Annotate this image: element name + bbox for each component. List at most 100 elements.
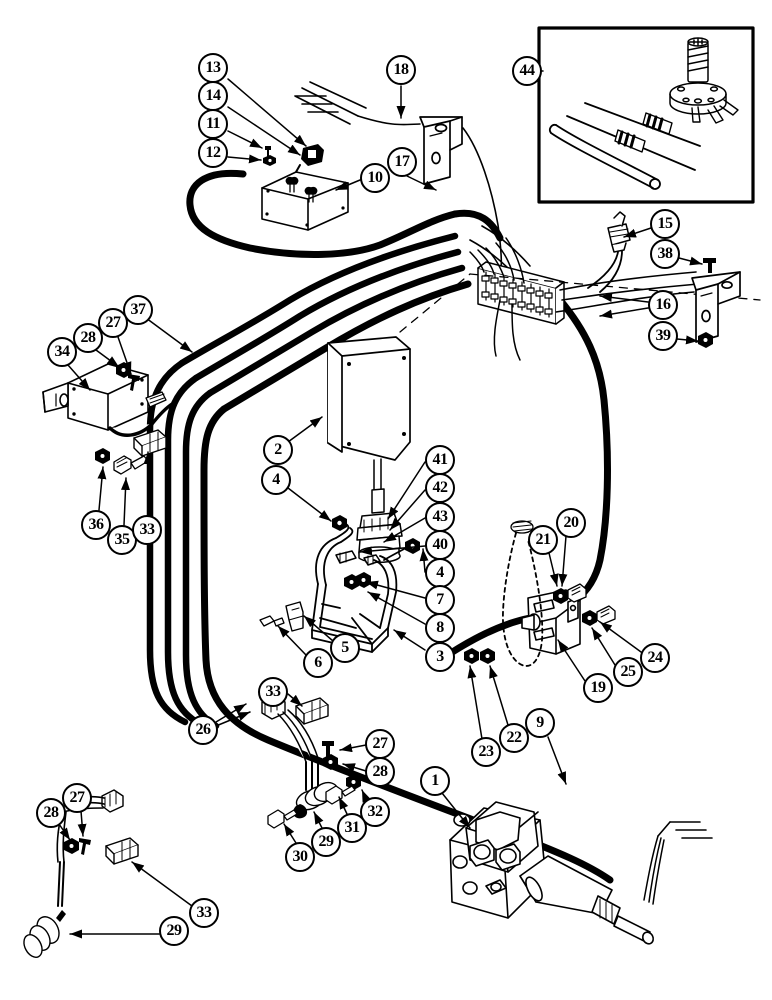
relay-box [261,171,349,231]
callout-34: 34 [47,337,77,367]
callout-12: 12 [198,138,228,168]
callout-26: 26 [188,715,218,745]
callout-29: 29 [159,916,189,946]
ground-symbol-right [643,821,713,905]
callout-16: 16 [648,290,678,320]
resistor-icon-2 [566,115,696,171]
callout-33: 33 [258,677,288,707]
callout-30: 30 [285,842,315,872]
spacer-sleeve-33-bottom-left [105,837,139,865]
lock-washer-39 [698,332,713,348]
screw-31-mid [325,785,356,805]
lock-washer-25 [582,610,597,626]
wire-sleeve-icon [549,124,661,190]
callout-14: 14 [198,81,228,111]
callout-15: 15 [650,209,680,239]
callout-2: 2 [263,435,293,465]
terminal-strip [469,237,565,361]
control-valve-1 [449,801,655,945]
callout-27: 27 [98,308,128,338]
cap-screw-24 [596,605,616,625]
callout-32: 32 [360,797,390,827]
frame-rod-8 [335,523,354,543]
cap-screw-35 [113,455,149,475]
callout-31: 31 [337,813,367,843]
washer-7-a [344,574,359,590]
callout-9: 9 [525,708,555,738]
callout-24: 24 [640,643,670,673]
screw-30-mid [267,809,298,829]
callout-43: 43 [425,502,455,532]
spacer-sleeve-33-mid [295,697,329,725]
screw-27-bottom-left [79,838,91,855]
screw-11 [265,146,271,158]
callout-40: 40 [425,530,455,560]
callout-25: 25 [613,657,643,687]
callout-41: 41 [425,445,455,475]
callout-4: 4 [261,465,291,495]
callout-20: 20 [556,508,586,538]
lock-washer-21 [553,588,568,604]
callout-13: 13 [198,53,228,83]
nut-28-mid [323,754,338,770]
callout-33: 33 [132,515,162,545]
callout-5: 5 [330,633,360,663]
callout-4: 4 [425,558,455,588]
callout-8: 8 [425,613,455,643]
cable-clamp-5 [285,601,304,632]
callout-33: 33 [189,898,219,928]
control-panel-2 [327,336,411,493]
callout-28: 28 [365,757,395,787]
ground-symbol-top [295,95,339,113]
callout-18: 18 [386,55,416,85]
callout-3: 3 [425,642,455,672]
potentiometer-icon [669,37,739,124]
callout-23: 23 [471,737,501,767]
bullet-connector [145,391,167,408]
callout-17: 17 [387,147,417,177]
nut-4-upper [332,515,347,531]
small-fasteners-top [263,144,324,173]
callout-37: 37 [123,295,153,325]
screw-38 [703,258,716,273]
callout-19: 19 [583,673,613,703]
nut-22 [480,648,495,664]
fastener-27-screw-left [128,374,140,391]
detail-inset-box [537,26,755,204]
callout-38: 38 [650,239,680,269]
callout-28: 28 [73,323,103,353]
callout-27: 27 [62,783,92,813]
callout-11: 11 [198,109,228,139]
resistor-icon-1 [584,102,701,147]
harness-leads-16 [555,271,699,313]
lever-knurl [510,520,534,534]
callout-7: 7 [425,585,455,615]
joystick-assembly [335,488,403,566]
right-bracket [691,271,741,343]
callout-35: 35 [107,525,137,555]
boot-ribs [23,861,66,958]
callout-1: 1 [420,766,450,796]
callout-36: 36 [81,510,111,540]
lock-washer-23 [464,648,479,664]
screw-6 [259,615,285,627]
callout-29: 29 [311,827,341,857]
screw-27-mid [322,741,334,757]
callout-6: 6 [303,648,333,678]
cap-screw-20 [567,583,587,603]
leader-lines [58,78,703,939]
nut-12 [263,155,276,166]
callout-39: 39 [648,321,678,351]
callout-22: 22 [499,723,529,753]
callout-27: 27 [365,729,395,759]
callout-28: 28 [36,798,66,828]
callout-42: 42 [425,473,455,503]
nut-28-bottom-left [64,838,79,854]
mounting-bracket-17 [419,116,463,185]
callout-44: 44 [512,56,542,86]
connector-40 [335,550,357,564]
nut-32-mid [346,774,361,790]
callout-10: 10 [360,163,390,193]
